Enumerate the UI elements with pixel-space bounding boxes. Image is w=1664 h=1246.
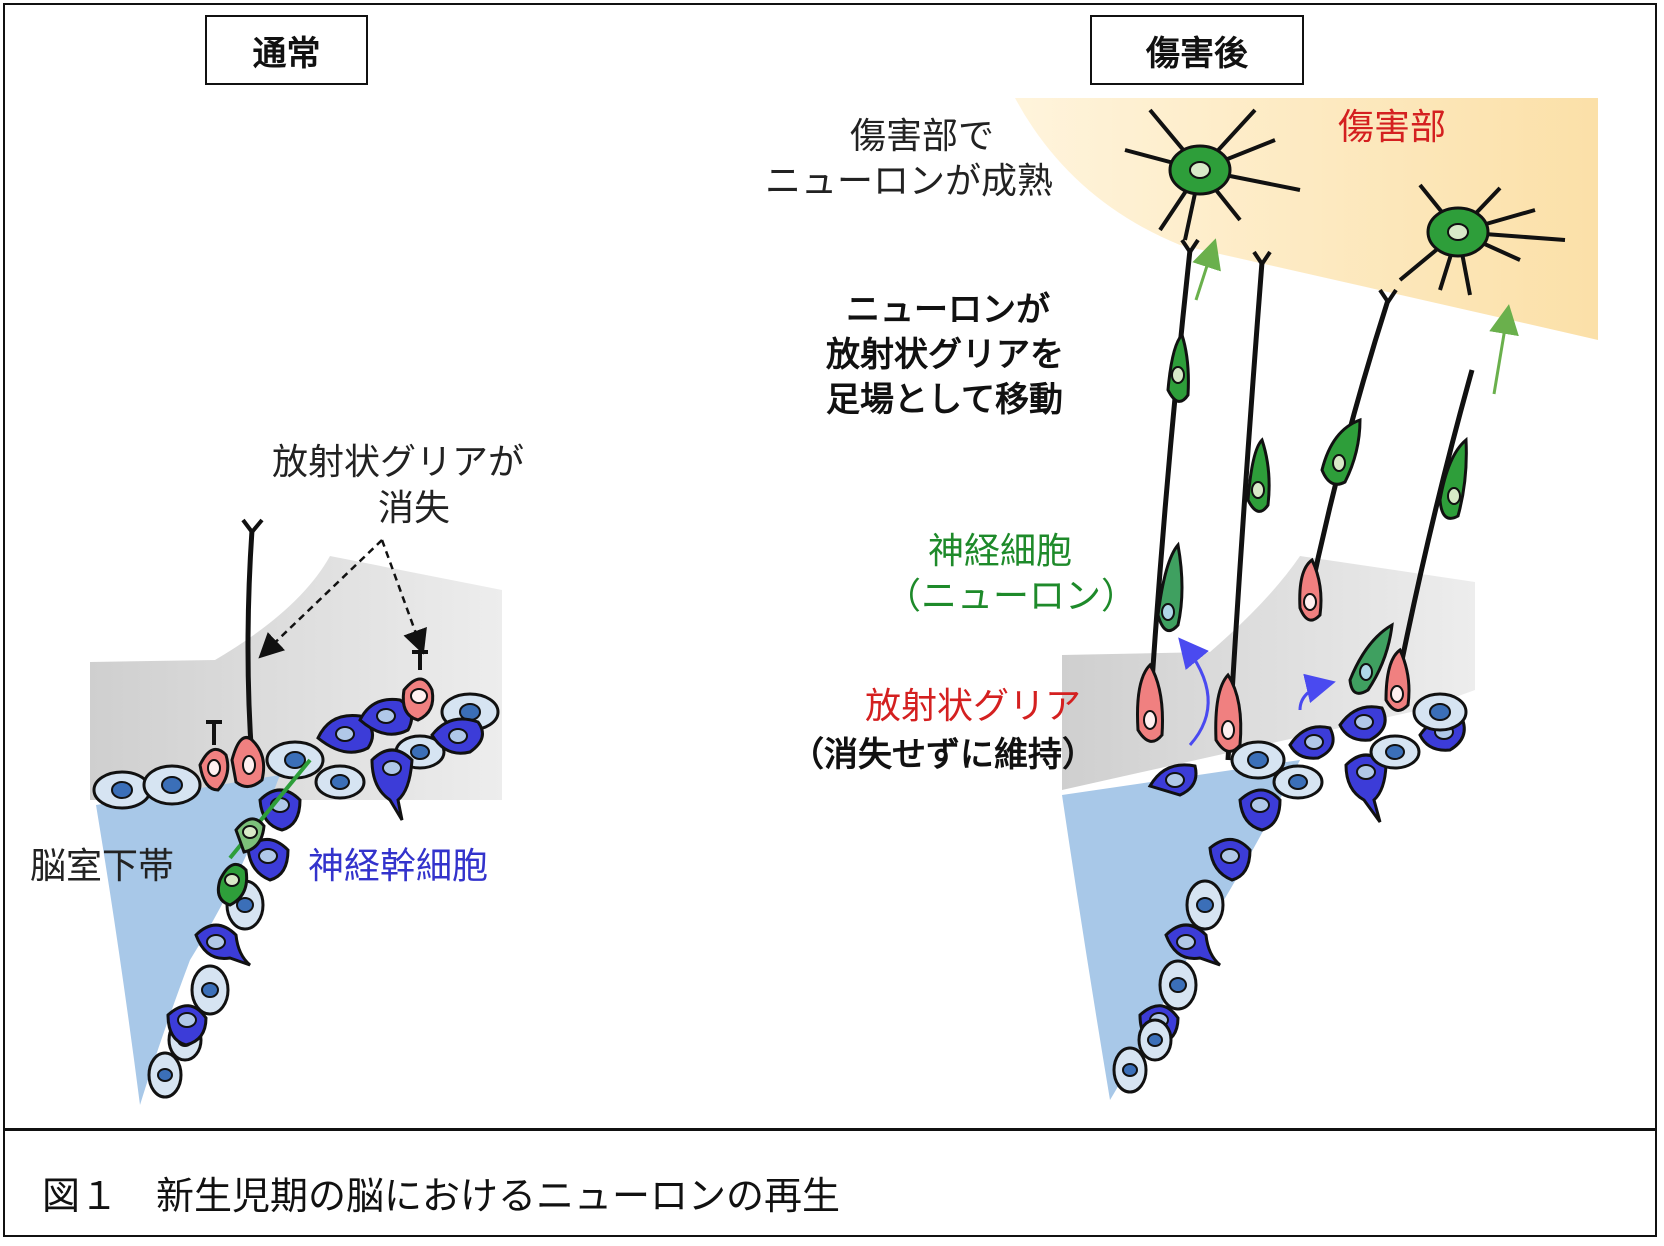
neuron-label-line1: 神経細胞 bbox=[928, 531, 1073, 572]
normal-radial-glia bbox=[198, 650, 435, 792]
injury-panel-art bbox=[1015, 98, 1598, 1100]
injury-green-arrow-2 bbox=[1489, 304, 1519, 395]
injury-site-label: 傷害部 bbox=[1338, 107, 1447, 148]
svz-label: 脳室下帯 bbox=[30, 846, 175, 887]
normal-panel-art bbox=[90, 518, 502, 1105]
figure-frame bbox=[3, 3, 1657, 1237]
injury-radial-glia bbox=[1136, 557, 1411, 753]
injury-green-arrow-1 bbox=[1192, 238, 1221, 301]
caption-divider bbox=[3, 1128, 1657, 1131]
injury-blue-arrow-1 bbox=[1178, 637, 1210, 746]
injury-panel-title: 傷害後 bbox=[1090, 15, 1304, 85]
normal-ventricle bbox=[96, 775, 280, 1105]
injury-pale-cells bbox=[1112, 692, 1468, 1094]
normal-tissue bbox=[90, 556, 502, 800]
normal-neurons bbox=[216, 758, 312, 907]
injury-tissue bbox=[1062, 556, 1475, 790]
normal-glia-process bbox=[245, 529, 255, 761]
neuron-label-line2: （ニューロン） bbox=[885, 576, 1138, 617]
migration-label-line2: 放射状グリアを bbox=[826, 335, 1064, 375]
normal-stem-cells bbox=[166, 697, 484, 1047]
mature-label-line1: 傷害部で bbox=[850, 116, 995, 157]
injury-mature-neurons bbox=[1124, 108, 1566, 296]
normal-panel-title: 通常 bbox=[205, 15, 368, 85]
figure-caption: 図１ 新生児期の脳におけるニューロンの再生 bbox=[42, 1174, 841, 1218]
migration-label-line3: 足場として移動 bbox=[826, 380, 1063, 420]
glia-disappear-label-line1: 放射状グリアが bbox=[272, 442, 525, 483]
normal-arrow-2 bbox=[380, 539, 427, 655]
normal-arrow-1 bbox=[258, 539, 383, 659]
injury-neurons bbox=[1156, 332, 1468, 695]
mature-label-line2: ニューロンが成熟 bbox=[765, 161, 1054, 202]
radial-glia-label-line1: 放射状グリア bbox=[865, 686, 1082, 727]
glia-disappear-label-line2: 消失 bbox=[378, 488, 451, 529]
radial-glia-label-line2: （消失せずに維持） bbox=[790, 735, 1096, 775]
migration-label-line1: ニューロンが bbox=[846, 290, 1050, 330]
injury-blue-arrow-2 bbox=[1298, 673, 1336, 711]
neural-stem-cells-label: 神経幹細胞 bbox=[308, 846, 489, 887]
normal-pale-cells bbox=[92, 692, 500, 1099]
